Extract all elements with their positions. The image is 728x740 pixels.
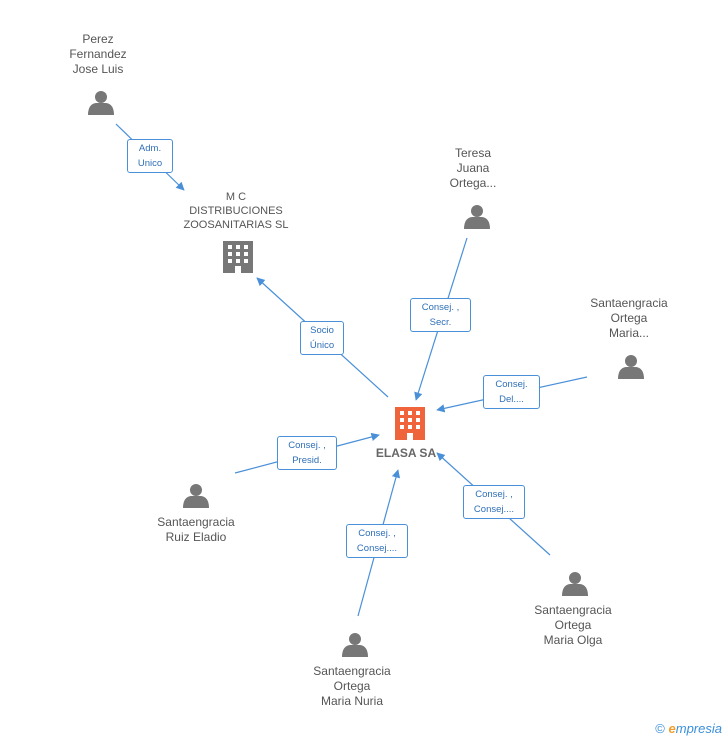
edge-label-consej-consej-olga[interactable]: Consej. , Consej.... [463, 485, 525, 519]
node-label-santaengracia-olga: Santaengracia Ortega Maria Olga [534, 603, 612, 647]
node-label-mc-distribuciones: M C DISTRIBUCIONES ZOOSANITARIAS SL [183, 191, 289, 231]
node-label-santaengracia-maria: Santaengracia Ortega Maria... [590, 296, 668, 340]
footer-branding: © empresia [655, 721, 722, 736]
main-building-icon[interactable] [395, 407, 425, 440]
edge-label-consej-del[interactable]: Consej. Del.... [483, 375, 540, 409]
person-icon[interactable] [618, 355, 644, 379]
node-label-santaengracia-ruiz: Santaengracia Ruiz Eladio [157, 515, 235, 544]
edge-label-consej-consej-nuria[interactable]: Consej. , Consej.... [346, 524, 408, 558]
copyright-symbol: © [655, 721, 665, 736]
node-label-elasa: ELASA SA [375, 446, 437, 460]
person-icon[interactable] [464, 205, 490, 229]
empresia-logo-initial: e [668, 721, 676, 736]
person-icon[interactable] [183, 484, 209, 508]
edge-label-consej-secr[interactable]: Consej. , Secr. [410, 298, 471, 332]
edge-label-socio-unico[interactable]: Socio Único [300, 321, 344, 355]
person-icon[interactable] [562, 572, 588, 596]
node-label-perez: Perez Fernandez Jose Luis [69, 32, 127, 76]
empresia-logo-text: mpresia [675, 721, 722, 736]
person-icon[interactable] [342, 633, 368, 657]
edge-label-consej-presid[interactable]: Consej. , Presid. [277, 436, 337, 470]
edge-label-adm-unico[interactable]: Adm. Unico [127, 139, 173, 173]
node-label-santaengracia-nuria: Santaengracia Ortega Maria Nuria [313, 664, 391, 708]
node-label-teresa: Teresa Juana Ortega... [449, 146, 497, 190]
person-icon[interactable] [88, 91, 114, 115]
building-icon[interactable] [223, 241, 253, 273]
